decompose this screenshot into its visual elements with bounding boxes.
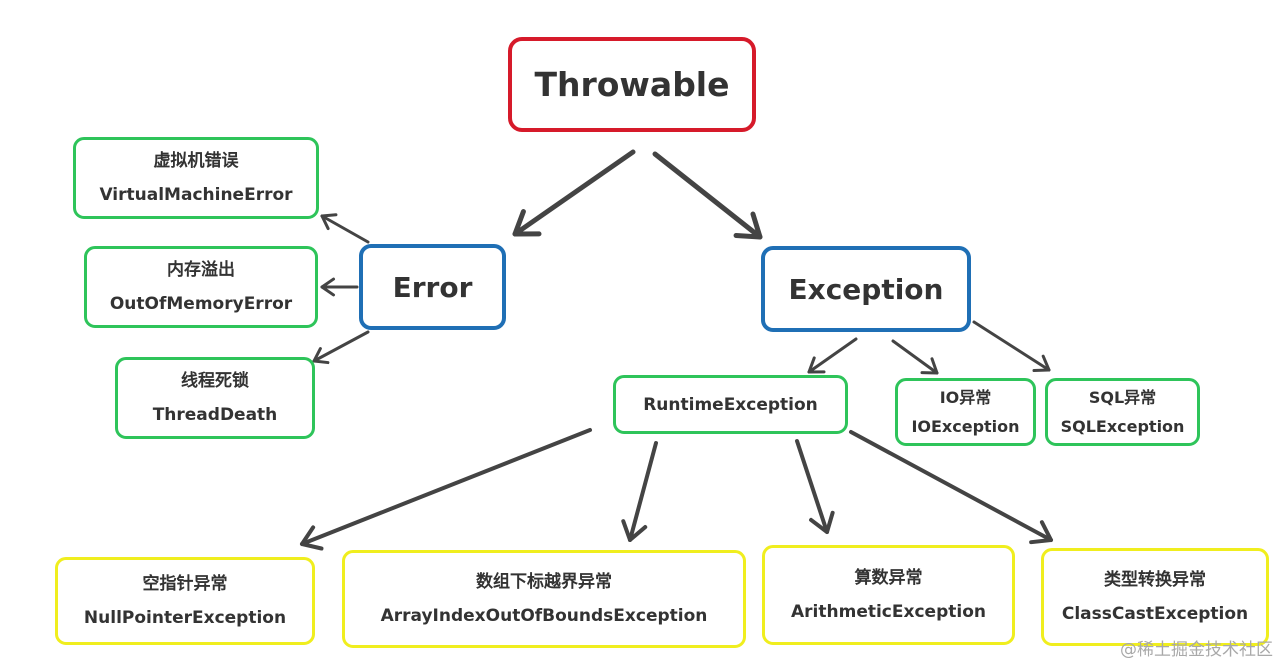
arithmetic-exception-en: ArithmeticException bbox=[791, 602, 986, 622]
thread-death-cn: 线程死锁 bbox=[181, 371, 249, 391]
runtime-exception-label: RuntimeException bbox=[643, 394, 818, 415]
null-pointer-exception-cn: 空指针异常 bbox=[142, 574, 228, 594]
arrow-error-to-vm-error bbox=[320, 213, 370, 244]
arrow-error-to-thread-death bbox=[312, 330, 370, 365]
out-of-memory-error-node: 内存溢出 OutOfMemoryError bbox=[84, 246, 318, 328]
runtime-exception-node: RuntimeException bbox=[613, 375, 848, 434]
array-index-out-of-bounds-exception-cn: 数组下标越界异常 bbox=[476, 572, 612, 592]
watermark: @稀土掘金技术社区 bbox=[1120, 640, 1273, 660]
arrow-runtime-to-null-pointer bbox=[300, 428, 592, 551]
thread-death-en: ThreadDeath bbox=[152, 405, 278, 425]
arrow-exception-to-io bbox=[891, 339, 939, 375]
sql-exception-en: SQLException bbox=[1060, 417, 1185, 436]
array-index-out-of-bounds-exception-node: 数组下标越界异常 ArrayIndexOutOfBoundsException bbox=[342, 550, 746, 648]
throwable-label: Throwable bbox=[534, 65, 730, 104]
virtual-machine-error-cn: 虚拟机错误 bbox=[153, 151, 239, 171]
io-exception-en: IOException bbox=[911, 417, 1020, 436]
arrow-runtime-to-arithmetic bbox=[795, 439, 835, 534]
class-cast-exception-node: 类型转换异常 ClassCastException bbox=[1041, 548, 1269, 646]
io-exception-node: IO异常 IOException bbox=[895, 378, 1036, 446]
arrow-runtime-to-array-index bbox=[621, 441, 658, 542]
arithmetic-exception-cn: 算数异常 bbox=[854, 568, 923, 588]
arrow-error-to-oom-error bbox=[320, 277, 359, 297]
null-pointer-exception-node: 空指针异常 NullPointerException bbox=[55, 557, 315, 645]
arrow-exception-to-runtime bbox=[807, 337, 858, 374]
sql-exception-cn: SQL异常 bbox=[1088, 388, 1157, 407]
virtual-machine-error-node: 虚拟机错误 VirtualMachineError bbox=[73, 137, 319, 219]
class-cast-exception-en: ClassCastException bbox=[1061, 604, 1249, 624]
class-cast-exception-cn: 类型转换异常 bbox=[1104, 570, 1206, 590]
io-exception-cn: IO异常 bbox=[939, 388, 992, 407]
virtual-machine-error-en: VirtualMachineError bbox=[99, 185, 293, 205]
arithmetic-exception-node: 算数异常 ArithmeticException bbox=[762, 545, 1015, 645]
error-node: Error bbox=[359, 244, 506, 330]
out-of-memory-error-en: OutOfMemoryError bbox=[109, 294, 293, 314]
arrow-runtime-to-class-cast bbox=[849, 430, 1053, 545]
arrow-exception-to-sql bbox=[972, 320, 1051, 373]
exception-label: Exception bbox=[788, 272, 944, 306]
thread-death-node: 线程死锁 ThreadDeath bbox=[115, 357, 315, 439]
exception-node: Exception bbox=[761, 246, 971, 332]
array-index-out-of-bounds-exception-en: ArrayIndexOutOfBoundsException bbox=[380, 606, 708, 626]
sql-exception-node: SQL异常 SQLException bbox=[1045, 378, 1200, 446]
throwable-node: Throwable bbox=[508, 37, 756, 132]
arrow-throwable-to-error bbox=[512, 149, 636, 237]
null-pointer-exception-en: NullPointerException bbox=[83, 608, 287, 628]
error-label: Error bbox=[392, 270, 473, 304]
out-of-memory-error-cn: 内存溢出 bbox=[167, 260, 235, 280]
arrow-throwable-to-exception bbox=[652, 151, 763, 240]
